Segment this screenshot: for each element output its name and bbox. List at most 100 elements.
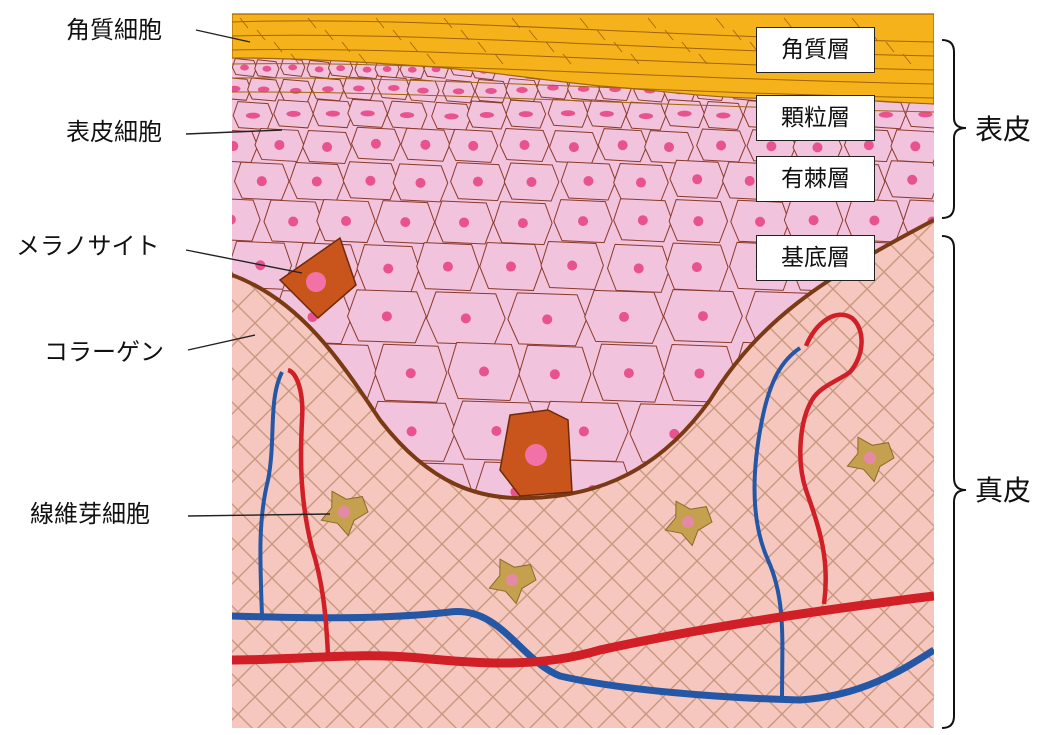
cell-nucleus (246, 113, 260, 119)
cell-nucleus (542, 314, 552, 324)
cell-nucleus (326, 111, 340, 117)
cell-nucleus (479, 366, 489, 376)
cell-nucleus (365, 176, 375, 186)
cell-nucleus (382, 311, 392, 321)
cell-nucleus (518, 218, 528, 228)
cell-nucleus (716, 112, 730, 118)
cell-nucleus (461, 313, 471, 323)
cell-nucleus (229, 86, 241, 92)
cell-nucleus (809, 215, 819, 225)
cell-nucleus (353, 85, 365, 91)
cell-nucleus (527, 177, 537, 187)
cell-nucleus (491, 426, 501, 436)
cell-nucleus (677, 111, 691, 117)
cell-nucleus (812, 142, 822, 152)
cell-nucleus (879, 112, 893, 118)
cell-nucleus (569, 142, 579, 152)
cell-nucleus (290, 88, 302, 94)
cell-nucleus (228, 141, 238, 151)
cell-nucleus (519, 111, 533, 117)
cell-nucleus (400, 217, 410, 227)
cell-nucleus (519, 140, 529, 150)
cell-nucleus (639, 113, 653, 119)
label-fibroblast: 線維芽細胞 (30, 500, 150, 528)
epidermal-cell (202, 198, 260, 241)
region-brackets (942, 40, 966, 728)
cell-nucleus (468, 141, 478, 151)
cell-nucleus (336, 65, 345, 71)
layer-stratum-spinosum: 有棘層 (756, 156, 875, 202)
melanocyte (500, 410, 572, 496)
cell-nucleus (360, 110, 374, 116)
cell-nucleus (286, 111, 300, 117)
layer-stratum-basale: 基底層 (756, 235, 875, 281)
cell-nucleus (716, 140, 726, 150)
cell-nucleus (692, 262, 702, 272)
cell-nucleus (864, 140, 874, 150)
cell-nucleus (322, 86, 334, 92)
cell-nucleus (341, 216, 351, 226)
cell-nucleus (618, 140, 628, 150)
cell-nucleus (936, 426, 946, 436)
cell-nucleus (664, 142, 674, 152)
cell-nucleus (322, 142, 332, 152)
cell-nucleus (869, 216, 879, 226)
cell-nucleus (619, 312, 629, 322)
cell-nucleus (383, 66, 392, 72)
region-epidermis: 表皮 (975, 114, 1031, 146)
cell-nucleus (415, 178, 425, 188)
cell-nucleus (766, 141, 776, 151)
region-dermis: 真皮 (975, 475, 1031, 507)
cell-nucleus (567, 261, 577, 271)
cell-nucleus (288, 64, 297, 70)
cell-nucleus (745, 176, 755, 186)
cell-nucleus (420, 140, 430, 150)
label-keratinocyte: 表皮細胞 (66, 118, 162, 146)
cell-nucleus (408, 67, 417, 73)
cell-nucleus (698, 311, 708, 321)
label-corneum-cell: 角質細胞 (66, 16, 162, 44)
label-collagen: コラーゲン (44, 338, 164, 366)
cell-nucleus (371, 139, 381, 149)
cell-nucleus (910, 141, 920, 151)
cell-nucleus (578, 216, 588, 226)
cell-nucleus (274, 140, 284, 150)
cell-nucleus (506, 262, 516, 272)
cell-nucleus (561, 110, 575, 116)
cell-nucleus (257, 176, 267, 186)
cell-nucleus (579, 426, 589, 436)
cell-nucleus (262, 66, 271, 72)
cell-nucleus (636, 178, 646, 188)
layer-stratum-granulosum: 顆粒層 (756, 95, 875, 141)
cell-nucleus (755, 217, 765, 227)
cell-nucleus (388, 85, 400, 91)
cell-nucleus (383, 264, 393, 274)
cell-nucleus (692, 174, 702, 184)
cell-nucleus (400, 112, 414, 118)
cell-nucleus (459, 217, 469, 227)
cell-nucleus (516, 87, 528, 93)
cell-nucleus (288, 217, 298, 227)
cell-nucleus (444, 113, 458, 119)
cell-nucleus (240, 64, 249, 70)
cell-nucleus (693, 216, 703, 226)
cell-nucleus (226, 215, 236, 225)
cell-nucleus (624, 368, 634, 378)
layer-stratum-corneum: 角質層 (756, 27, 875, 73)
cell-nucleus (453, 88, 465, 94)
cell-nucleus (480, 112, 494, 118)
cell-nucleus (363, 67, 372, 73)
cell-nucleus (634, 263, 644, 273)
cell-nucleus (694, 368, 704, 378)
cell-nucleus (312, 177, 322, 187)
cell-nucleus (443, 262, 453, 272)
cell-nucleus (550, 369, 560, 379)
cell-nucleus (315, 66, 324, 72)
cell-nucleus (583, 176, 593, 186)
cell-nucleus (907, 175, 917, 185)
cell-nucleus (934, 313, 944, 323)
cell-nucleus (407, 426, 417, 436)
cell-nucleus (473, 177, 483, 187)
cell-nucleus (485, 88, 497, 94)
